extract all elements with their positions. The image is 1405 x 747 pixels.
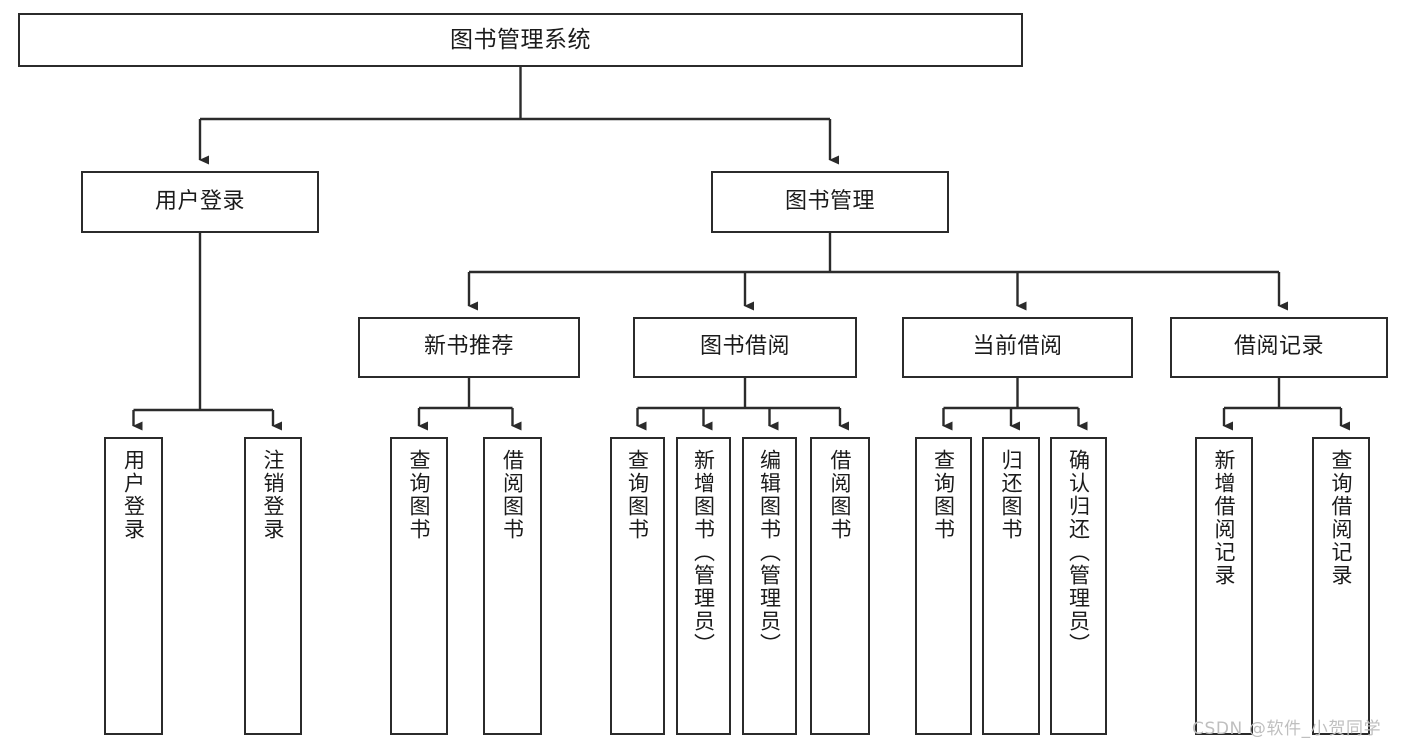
node-leaf-query-book-2[interactable]: 查询图书 bbox=[610, 437, 665, 735]
node-leaf-edit-book[interactable]: 编辑图书（管理员） bbox=[742, 437, 797, 735]
node-current-borrow[interactable]: 当前借阅 bbox=[902, 317, 1133, 378]
watermark-text: CSDN @软件_小贺同学 bbox=[1192, 719, 1382, 739]
node-label: 新增图书（管理员） bbox=[691, 449, 716, 656]
node-label: 确认归还（管理员） bbox=[1066, 449, 1091, 656]
node-label: 图书借阅 bbox=[699, 334, 790, 360]
node-book-management[interactable]: 图书管理 bbox=[711, 171, 949, 233]
node-leaf-query-borrow-record[interactable]: 查询借阅记录 bbox=[1312, 437, 1370, 735]
node-user-login[interactable]: 用户登录 bbox=[81, 171, 319, 233]
node-leaf-query-book-1[interactable]: 查询图书 bbox=[390, 437, 448, 735]
node-label: 图书管理系统 bbox=[450, 26, 591, 53]
node-root-system[interactable]: 图书管理系统 bbox=[18, 13, 1023, 67]
node-leaf-query-book-3[interactable]: 查询图书 bbox=[915, 437, 972, 735]
node-label: 借阅图书 bbox=[828, 449, 853, 541]
node-label: 新增借阅记录 bbox=[1212, 449, 1237, 587]
node-leaf-confirm-return[interactable]: 确认归还（管理员） bbox=[1050, 437, 1107, 735]
node-label: 新书推荐 bbox=[423, 334, 514, 360]
node-leaf-add-book[interactable]: 新增图书（管理员） bbox=[676, 437, 731, 735]
node-leaf-return-book[interactable]: 归还图书 bbox=[982, 437, 1040, 735]
node-label: 图书管理 bbox=[784, 188, 875, 214]
node-label: 查询图书 bbox=[625, 449, 650, 541]
node-label: 注销登录 bbox=[261, 449, 286, 541]
node-new-book-recommend[interactable]: 新书推荐 bbox=[358, 317, 580, 378]
node-borrow-record[interactable]: 借阅记录 bbox=[1170, 317, 1388, 378]
node-leaf-borrow-book-2[interactable]: 借阅图书 bbox=[810, 437, 870, 735]
node-label: 借阅图书 bbox=[500, 449, 525, 541]
node-label: 查询图书 bbox=[931, 449, 956, 541]
node-label: 查询图书 bbox=[407, 449, 432, 541]
node-book-borrow[interactable]: 图书借阅 bbox=[633, 317, 857, 378]
node-leaf-borrow-book-1[interactable]: 借阅图书 bbox=[483, 437, 542, 735]
node-leaf-logout[interactable]: 注销登录 bbox=[244, 437, 302, 735]
node-label: 归还图书 bbox=[999, 449, 1024, 541]
node-label: 借阅记录 bbox=[1233, 334, 1324, 360]
node-leaf-user-login[interactable]: 用户登录 bbox=[104, 437, 163, 735]
node-label: 编辑图书（管理员） bbox=[757, 449, 782, 656]
node-leaf-add-borrow-record[interactable]: 新增借阅记录 bbox=[1195, 437, 1253, 735]
node-label: 查询借阅记录 bbox=[1329, 449, 1354, 587]
node-label: 当前借阅 bbox=[972, 334, 1063, 360]
node-label: 用户登录 bbox=[154, 188, 245, 214]
node-label: 用户登录 bbox=[121, 449, 146, 541]
